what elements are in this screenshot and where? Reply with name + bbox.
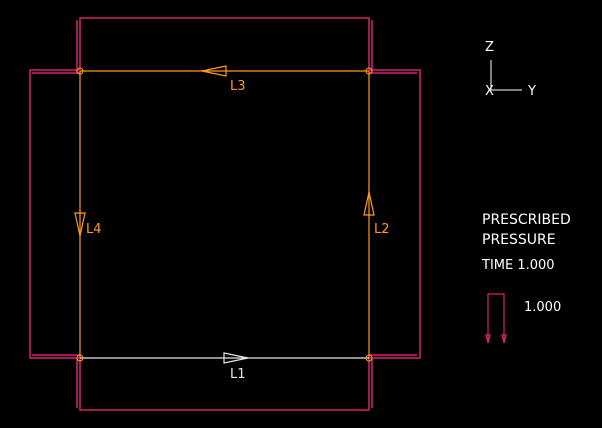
legend-title-line2: PRESSURE — [482, 232, 556, 248]
direction-arrows — [74, 65, 375, 364]
line-labels: L3 L2 L4 L1 — [86, 79, 390, 382]
axis-label-z: Z — [485, 40, 494, 55]
label-l2: L2 — [374, 222, 390, 237]
l3-direction-arrow-icon — [201, 65, 227, 77]
axis-label-y: Y — [527, 84, 536, 99]
pressure-load-markers — [29, 17, 421, 411]
keypoints — [76, 67, 373, 362]
legend-title-line1: PRESCRIBED — [482, 212, 571, 228]
l4-direction-arrow-icon — [74, 212, 86, 237]
label-l1: L1 — [230, 367, 246, 382]
keypoint-top-left — [76, 67, 84, 75]
keypoint-bottom-right — [365, 354, 373, 362]
pressure-bracket-right — [369, 69, 421, 359]
keypoint-bottom-left — [76, 354, 84, 362]
pressure-bracket-top — [79, 17, 370, 70]
axis-label-x: X — [485, 84, 494, 99]
l1-direction-arrow-icon — [223, 352, 249, 364]
legend: PRESCRIBED PRESSURE TIME 1.000 1.000 — [481, 212, 571, 315]
coordinate-triad-icon — [490, 60, 522, 91]
keypoint-top-right — [365, 67, 373, 75]
label-l3: L3 — [230, 79, 246, 94]
pressure-bracket-left — [29, 69, 80, 359]
pressure-bracket-bottom — [79, 358, 370, 411]
legend-time: TIME 1.000 — [481, 258, 555, 273]
legend-pressure-value: 1.000 — [524, 300, 561, 315]
triad-labels: Z X Y — [485, 40, 536, 99]
label-l4: L4 — [86, 222, 102, 237]
legend-pressure-symbol-icon — [485, 293, 507, 344]
l2-direction-arrow-icon — [363, 191, 375, 216]
geometry-lines — [79, 70, 370, 359]
